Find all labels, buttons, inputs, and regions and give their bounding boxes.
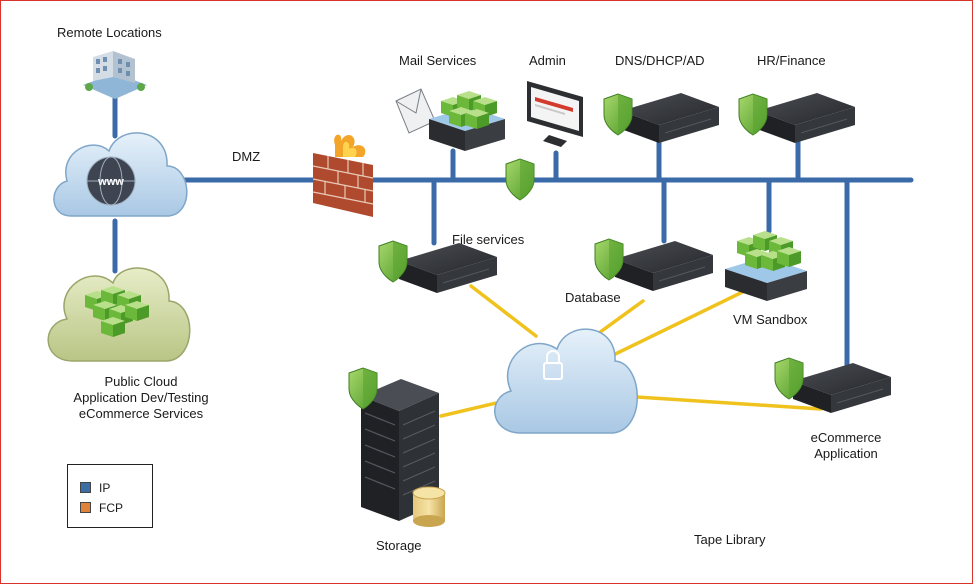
storage-label: Storage [376,538,422,553]
ecommerce-server-icon [774,357,892,414]
public-cloud-label: Public Cloud [104,374,178,389]
storage-rack-icon [348,367,446,527]
mail-server-icon [395,88,505,151]
legend-item-fcp: FCP [80,501,123,515]
dns-dhcp-ad-label: DNS/DHCP/AD [615,53,705,68]
file-services-label: File services [452,232,525,247]
legend-label-ip: IP [99,481,111,495]
app-dev-testing-label: Application Dev/Testing [73,390,209,405]
application-label: Application [814,446,878,461]
www-cloud-icon: www [53,132,188,217]
firewall-icon [312,134,374,217]
ecommerce-caption: eCommerce Application [791,430,901,462]
ecommerce-label: eCommerce [810,430,882,445]
ecommerce-services-label: eCommerce Services [78,406,204,421]
legend-item-ip: IP [80,481,110,495]
svg-text:www: www [97,176,124,188]
legend-label-fcp: FCP [99,501,123,515]
dns-server-icon [603,92,720,144]
mail-services-label: Mail Services [399,53,477,68]
dmz-label: DMZ [232,149,261,164]
database-label: Database [565,290,621,305]
vm-sandbox-icon [725,231,807,301]
admin-label: Admin [529,53,566,68]
file-server-icon [378,240,498,294]
admin-monitor-icon [527,81,583,147]
ip-swatch [80,482,91,493]
hr-finance-label: HR/Finance [757,53,826,68]
public-cloud-caption: Public Cloud Application Dev/Testing eCo… [41,374,241,422]
legend: IP FCP [67,464,153,528]
secure-cloud-icon [494,328,638,434]
vm-sandbox-label: VM Sandbox [733,312,808,327]
building-icon [83,51,147,99]
shield-icon [505,158,535,201]
database-server-icon [594,238,714,292]
hr-server-icon [738,92,856,144]
fcp-swatch [80,502,91,513]
public-cloud-icon [47,267,191,362]
remote-locations-label: Remote Locations [57,25,162,40]
tape-library-label: Tape Library [694,532,766,547]
